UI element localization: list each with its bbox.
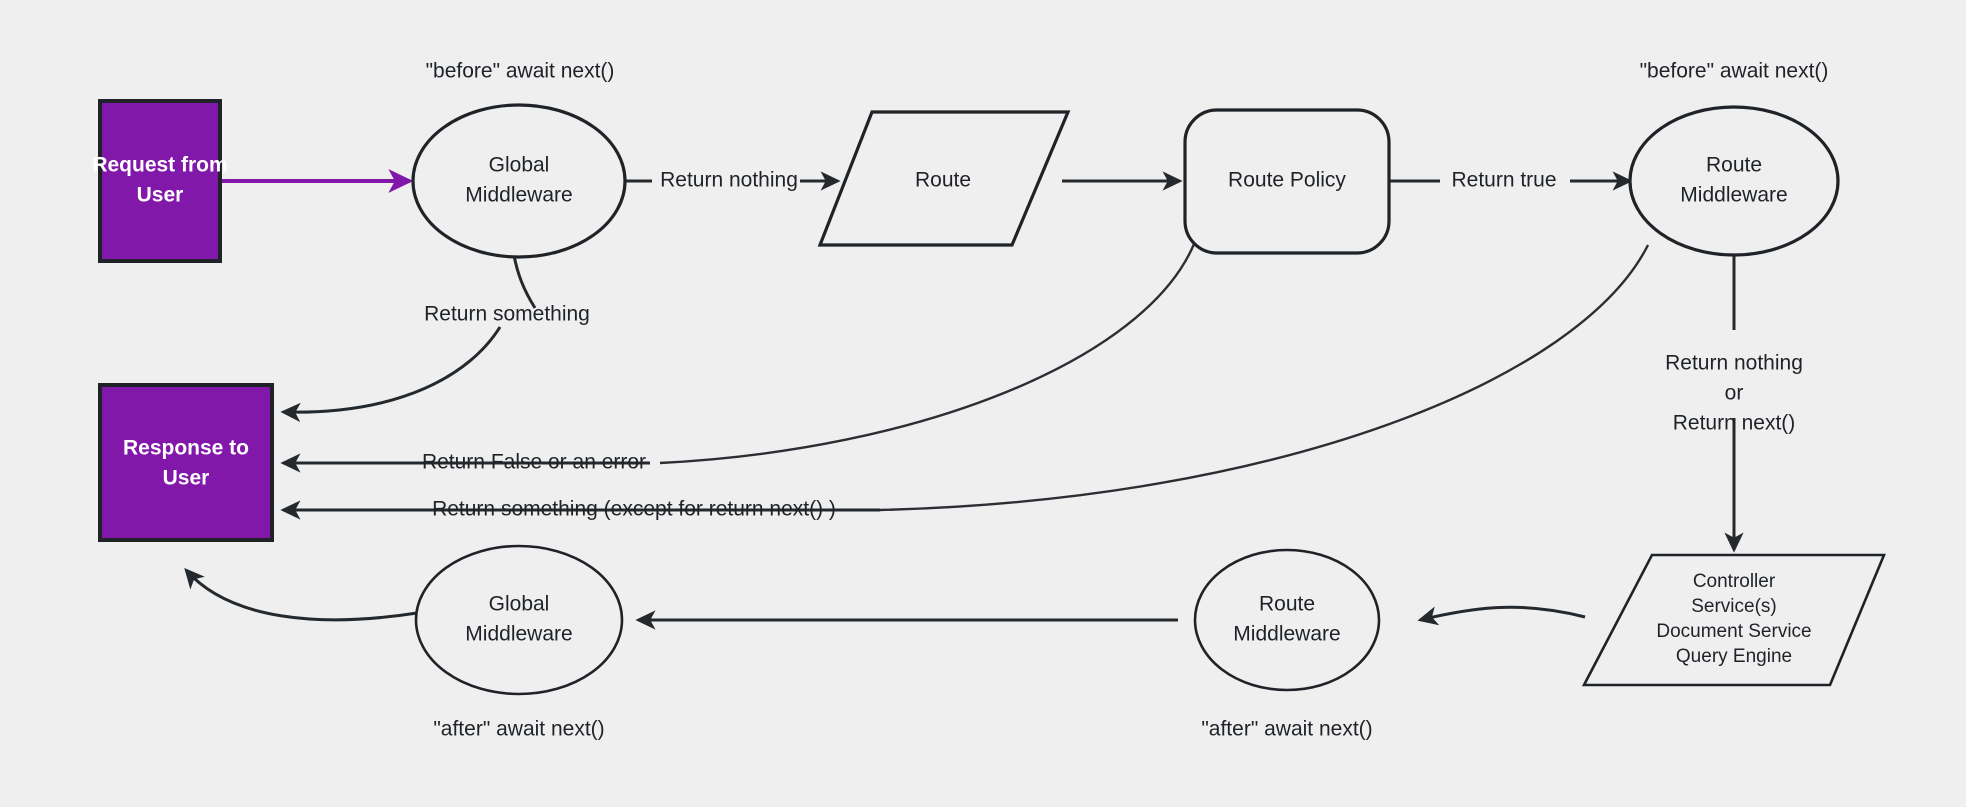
edge-label-return-something-except-next: Return something (except for return next… [432, 498, 836, 521]
global-middleware-after-label-line2: Middleware [465, 623, 572, 646]
route-middleware-before-label-line2: Middleware [1680, 184, 1787, 207]
route-label: Route [915, 169, 971, 192]
edge-label-return-false-or-error: Return False or an error [422, 451, 646, 474]
request-from-user-box [98, 99, 222, 263]
node-global-middleware-after[interactable]: Global Middleware [414, 544, 624, 696]
response-to-user-label-line2: User [163, 467, 210, 490]
route-policy-label: Route Policy [1228, 169, 1346, 192]
edge-global-middleware-after-to-response [184, 568, 418, 622]
request-from-user-label-line1: Request from [92, 154, 227, 177]
route-middleware-before-ellipse [1628, 105, 1840, 257]
controller-label-line4: Query Engine [1676, 646, 1792, 667]
edge-label-return-nothing-or-next-line1: Return nothing [1665, 352, 1803, 375]
controller-label-line1: Controller [1693, 571, 1776, 592]
annotation-after-await-next-global: "after" await next() [433, 718, 604, 741]
node-request-from-user[interactable]: Request from User [92, 99, 228, 263]
response-to-user-label-line1: Response to [123, 437, 249, 460]
route-middleware-before-label-line1: Route [1706, 154, 1762, 177]
edge-route-policy-false-curve [659, 243, 1196, 465]
edge-label-return-nothing-or-next-line2: or [1725, 382, 1744, 405]
edge-route-middleware-except-next-curve [879, 244, 1650, 512]
edge-label-return-nothing-or-next-line3: Return next() [1673, 412, 1796, 435]
node-route-middleware-before[interactable]: Route Middleware [1628, 105, 1840, 257]
global-middleware-before-label-line1: Global [489, 154, 550, 177]
edge-controller-to-route-middleware-after [1417, 605, 1586, 626]
edge-label-return-something: Return something [424, 303, 590, 326]
node-global-middleware-before[interactable]: Global Middleware [411, 103, 627, 259]
response-to-user-box [98, 383, 274, 542]
annotation-before-await-next-global: "before" await next() [426, 60, 615, 83]
global-middleware-after-ellipse [414, 544, 624, 696]
global-middleware-before-ellipse [411, 103, 627, 259]
annotation-after-await-next-route: "after" await next() [1201, 718, 1372, 741]
controller-parallelogram [1581, 553, 1886, 687]
node-controller-services[interactable]: Controller Service(s) Document Service Q… [1581, 553, 1886, 687]
node-response-to-user[interactable]: Response to User [98, 383, 274, 542]
controller-label-line2: Service(s) [1691, 596, 1777, 617]
route-middleware-after-ellipse [1193, 548, 1381, 692]
edge-label-return-nothing: Return nothing [660, 169, 798, 192]
route-policy-box [1183, 108, 1391, 255]
edge-return-something-to-response [280, 326, 502, 423]
node-route[interactable]: Route [817, 110, 1071, 247]
route-middleware-after-label-line1: Route [1259, 593, 1315, 616]
global-middleware-before-label-line2: Middleware [465, 184, 572, 207]
route-parallelogram [817, 110, 1071, 247]
edge-label-return-true: Return true [1451, 169, 1556, 192]
controller-label-line3: Document Service [1656, 621, 1811, 642]
node-route-middleware-after[interactable]: Route Middleware [1193, 548, 1381, 692]
request-from-user-label-line2: User [137, 184, 184, 207]
route-middleware-after-label-line2: Middleware [1233, 623, 1340, 646]
annotation-before-await-next-route: "before" await next() [1640, 60, 1829, 83]
global-middleware-after-label-line1: Global [489, 593, 550, 616]
node-route-policy[interactable]: Route Policy [1183, 108, 1391, 255]
